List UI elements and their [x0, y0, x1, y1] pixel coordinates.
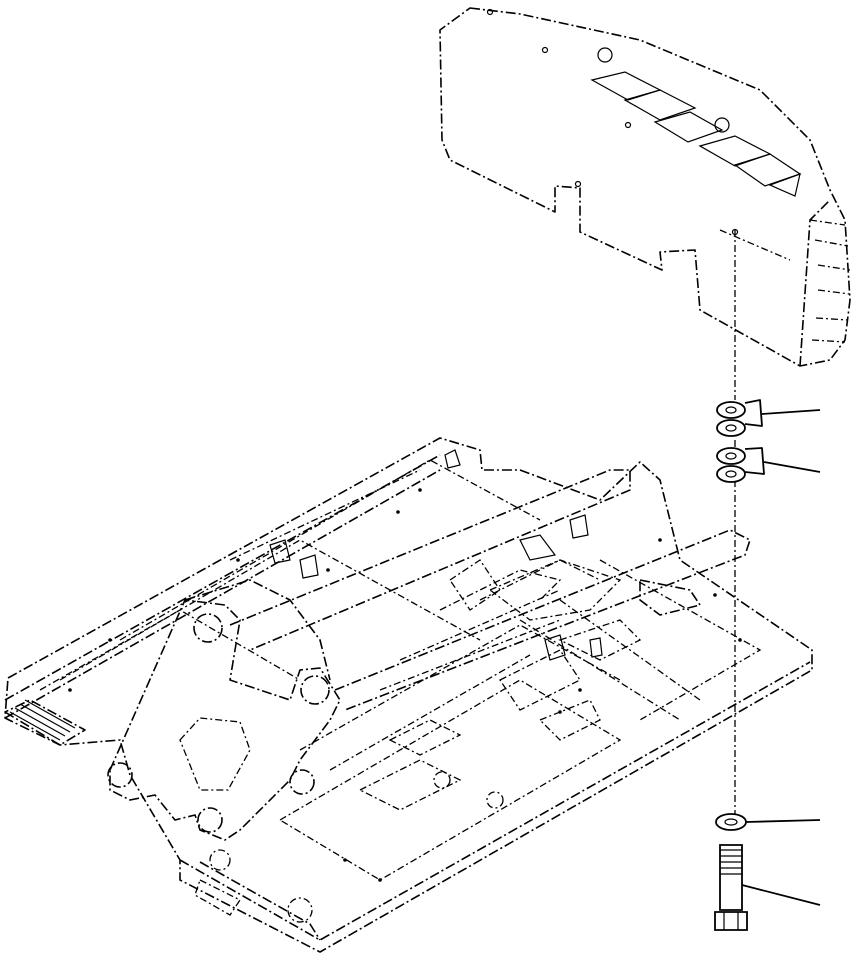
washer-1	[716, 399, 763, 437]
leader-bolt	[741, 884, 821, 906]
leader-lines	[741, 409, 821, 906]
frame-detail-marks	[68, 449, 742, 882]
leader-washer-3	[745, 819, 821, 823]
washer-3	[715, 813, 747, 831]
counterweight	[439, 7, 851, 367]
leader-washer-1	[761, 409, 821, 415]
washer-2	[716, 447, 765, 483]
revolving-frame	[4, 437, 813, 953]
counterweight-plates	[486, 8, 802, 236]
bolt	[714, 844, 748, 931]
leader-washer-2	[763, 461, 821, 473]
